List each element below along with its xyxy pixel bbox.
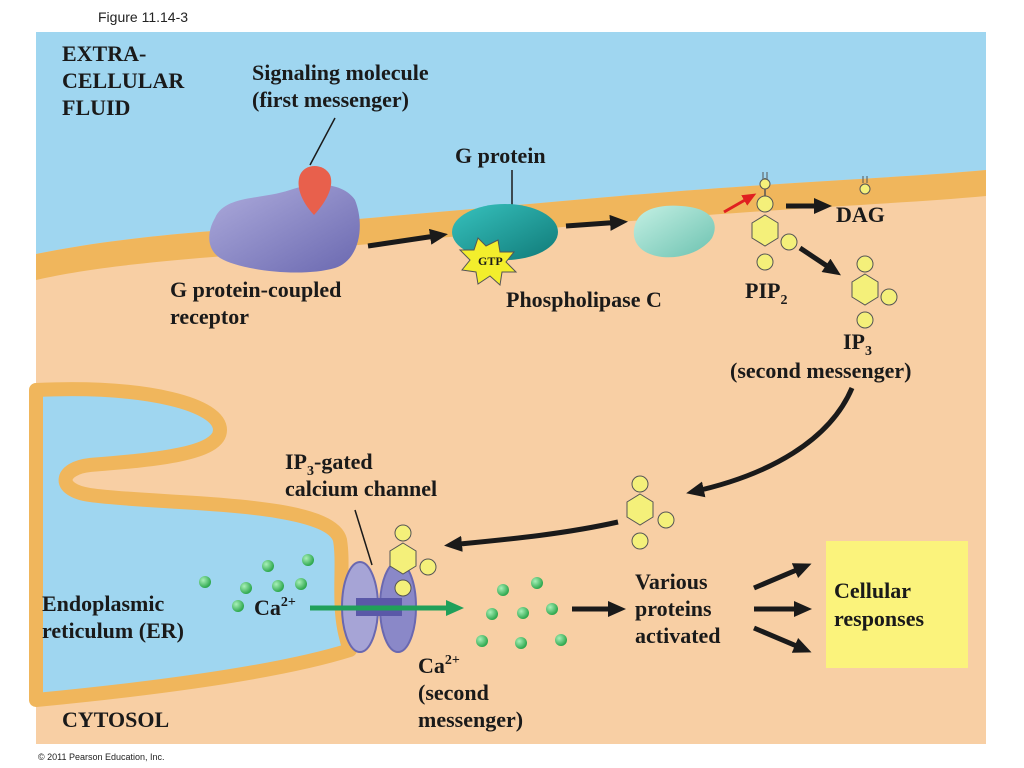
pip2-molecule bbox=[751, 172, 798, 271]
ca-er-label: Ca2+ bbox=[254, 595, 296, 620]
arrow-gprotein-to-plc bbox=[565, 214, 628, 231]
gtp-label: GTP bbox=[478, 254, 503, 268]
copyright: © 2011 Pearson Education, Inc. bbox=[38, 752, 165, 762]
response-arrow-down bbox=[753, 625, 812, 653]
signaling-leader-line bbox=[309, 117, 336, 166]
ca-ions-cytosol bbox=[476, 577, 567, 649]
phospholipase-c-label: Phospholipase C bbox=[506, 287, 662, 312]
channel-label: IP3-gated calcium channel bbox=[285, 449, 437, 501]
dag-molecule bbox=[859, 176, 871, 195]
g-protein-label: G protein bbox=[455, 143, 546, 168]
signaling-molecule bbox=[298, 166, 332, 215]
ip3-molecule bbox=[851, 255, 898, 329]
ca-ions-er bbox=[199, 554, 314, 612]
arrow-receptor-to-gprotein bbox=[367, 228, 448, 249]
figure-label: Figure 11.14-3 bbox=[98, 9, 188, 25]
response-arrow-up bbox=[753, 563, 812, 591]
cytosol-label: CYTOSOL bbox=[62, 707, 169, 732]
gtp-burst bbox=[458, 237, 518, 286]
cellular-responses-box bbox=[826, 541, 968, 668]
er-lumen bbox=[29, 382, 357, 707]
receptor-label: G protein-coupled receptor bbox=[170, 277, 347, 329]
ip3-bound-molecule bbox=[389, 524, 437, 597]
ca-cytosol-label: Ca2+ bbox=[418, 653, 460, 678]
extracellular-label: EXTRA- CELLULAR FLUID bbox=[62, 41, 190, 120]
dag-label: DAG bbox=[836, 202, 885, 227]
ip3-label: IP3 bbox=[843, 329, 872, 359]
ca-cytosol-role-label: (second messenger) bbox=[418, 680, 523, 732]
signaling-molecule-label: Signaling molecule (first messenger) bbox=[252, 60, 434, 112]
gpcr-receptor bbox=[209, 184, 360, 273]
arrow-ip3-to-channel bbox=[444, 519, 619, 552]
arrow-ip3-diffuse bbox=[686, 387, 855, 498]
pip2-label: PIP2 bbox=[745, 278, 787, 308]
arrow-to-ip3 bbox=[798, 245, 841, 276]
ip3-molecule-diffusing bbox=[626, 475, 675, 550]
proteins-activated-label: Various proteins activated bbox=[635, 569, 721, 648]
er-label: Endoplasmic reticulum (ER) bbox=[42, 591, 184, 643]
ip3-role-label: (second messenger) bbox=[730, 358, 911, 383]
cellular-responses-label: Cellular responses bbox=[834, 578, 924, 631]
phospholipase-c bbox=[633, 205, 715, 258]
channel-leader-line bbox=[354, 509, 373, 566]
arrow-plc-cleave bbox=[723, 193, 757, 214]
